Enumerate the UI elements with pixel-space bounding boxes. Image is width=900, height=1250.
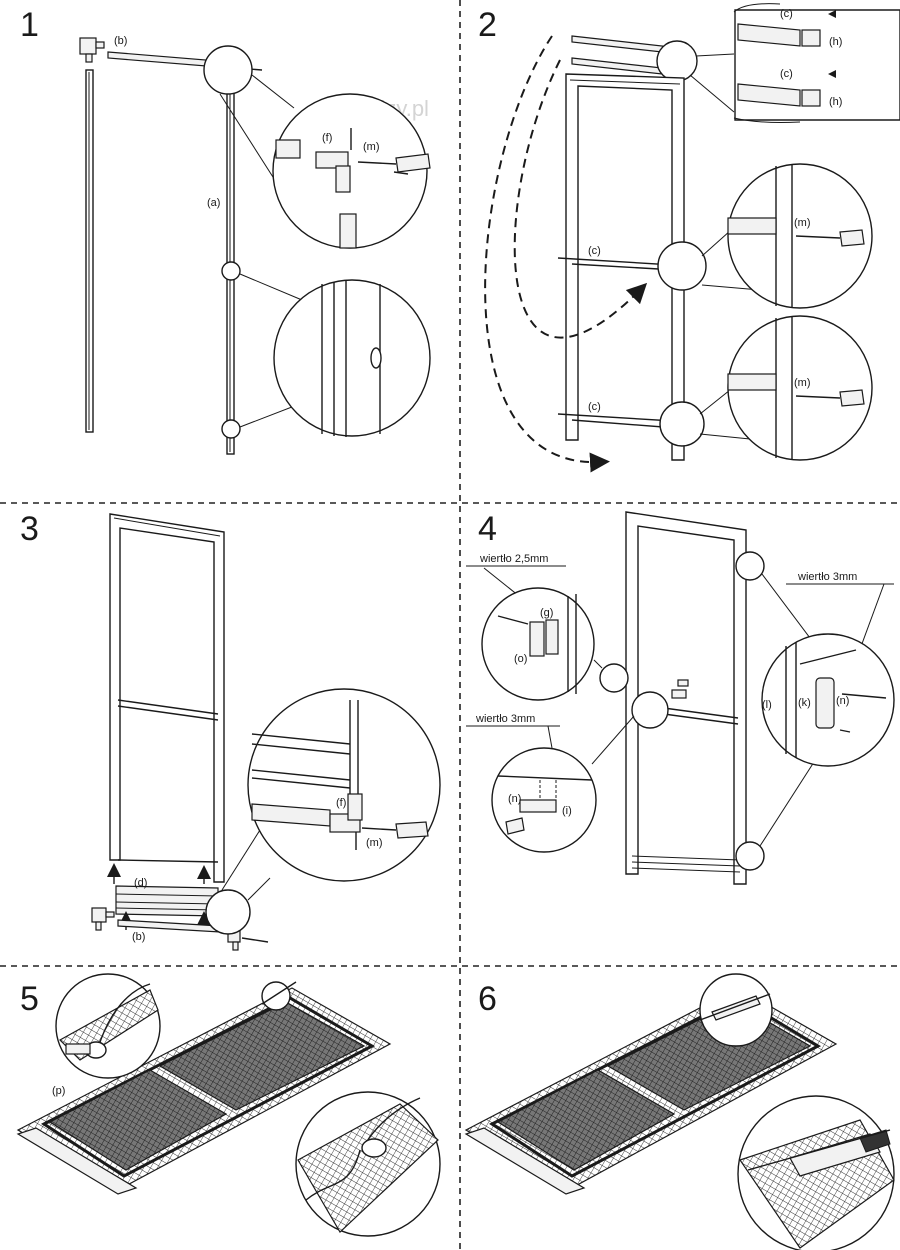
label-n-left: (n) — [508, 793, 521, 805]
label-n-right: (n) — [836, 695, 849, 707]
assembled-frame — [109, 513, 225, 883]
label-c-top2: (c) — [780, 68, 793, 80]
label-k: (k) — [798, 697, 811, 709]
detail-circle-trim-knife — [737, 1095, 895, 1250]
step-5-panel: 5 (p) — [16, 973, 441, 1237]
label-p: (p) — [52, 1085, 65, 1097]
label-c-top1: (c) — [780, 8, 793, 20]
label-i: (i) — [562, 805, 572, 817]
zoom-marker-crossbar-middle — [657, 241, 707, 291]
label-drill-2-5mm: wiertło 2,5mm — [479, 553, 548, 565]
detail-circle-connectors — [733, 3, 900, 123]
step-2-number: 2 — [478, 6, 497, 44]
label-g: (g) — [540, 607, 553, 619]
corner-connector-left — [79, 37, 105, 63]
dashed-arrow-outer — [484, 35, 610, 473]
dashed-arrow-inner — [513, 59, 648, 339]
step-6-panel: 6 — [464, 973, 895, 1250]
zoom-marker-connectors — [656, 40, 698, 82]
label-o: (o) — [514, 653, 527, 665]
step-4-panel: 4 wiertło 2,5mm wiertło 3mm wiertło 3mm — [466, 510, 895, 885]
label-l: (l) — [762, 699, 772, 711]
label-drill-3mm-left: wiertło 3mm — [475, 713, 535, 725]
zoom-marker-crossbar-fitting — [631, 691, 669, 729]
step-4-number: 4 — [478, 510, 497, 548]
label-m1: (m) — [794, 217, 811, 229]
frame-with-mesh — [16, 987, 392, 1195]
zoom-marker-mid — [221, 261, 241, 281]
label-b: (b) — [114, 35, 127, 47]
zoom-marker-step3 — [205, 889, 251, 935]
vertical-profile-left — [85, 69, 94, 433]
bottom-plate-d — [115, 885, 219, 917]
label-c-bottom: (c) — [588, 401, 601, 413]
detail-circle-trim-top — [699, 973, 773, 1047]
detail-circle-hinge — [761, 633, 895, 767]
step-3-panel: 3 e-markizy.pl (d) (b) — [20, 510, 441, 951]
label-b-step3: (b) — [132, 931, 145, 943]
detail-circle-corner-joint — [272, 93, 431, 249]
horizontal-profile-b — [107, 51, 207, 67]
detail-circle-latch — [481, 587, 595, 701]
label-d: (d) — [134, 877, 147, 889]
label-drill-3mm-right: wiertło 3mm — [797, 571, 857, 583]
detail-circle-crossbar-middle — [727, 163, 873, 309]
zoom-marker-top — [203, 45, 253, 95]
label-m-step3: (m) — [366, 837, 383, 849]
label-h2: (h) — [829, 96, 842, 108]
detail-circle-mesh-insert-bottom — [295, 1091, 441, 1237]
corner-connector-bottom-left — [91, 907, 115, 931]
step-5-number: 5 — [20, 980, 39, 1018]
zoom-marker-bottom — [221, 419, 241, 439]
label-f: (f) — [322, 132, 332, 144]
detail-circle-catch — [491, 747, 597, 853]
step-6-number: 6 — [478, 980, 497, 1018]
detail-circle-crossbar-bottom — [727, 315, 873, 461]
detail-circle-mesh-insert-top — [55, 973, 161, 1079]
label-f-step3: (f) — [336, 797, 346, 809]
step-2-panel: 2 (c) (c) — [478, 3, 900, 473]
label-c-middle: (c) — [588, 245, 601, 257]
label-a: (a) — [207, 197, 220, 209]
detail-circle-bottom-corner — [247, 688, 441, 882]
label-m: (m) — [363, 141, 380, 153]
step-1-number: 1 — [20, 6, 39, 44]
label-h1: (h) — [829, 36, 842, 48]
step-1-panel: 1 e-markizy.pl (b) (a) — [20, 6, 431, 455]
step-3-number: 3 — [20, 510, 39, 548]
label-m2: (m) — [794, 377, 811, 389]
detail-circle-profile-join — [273, 279, 431, 437]
